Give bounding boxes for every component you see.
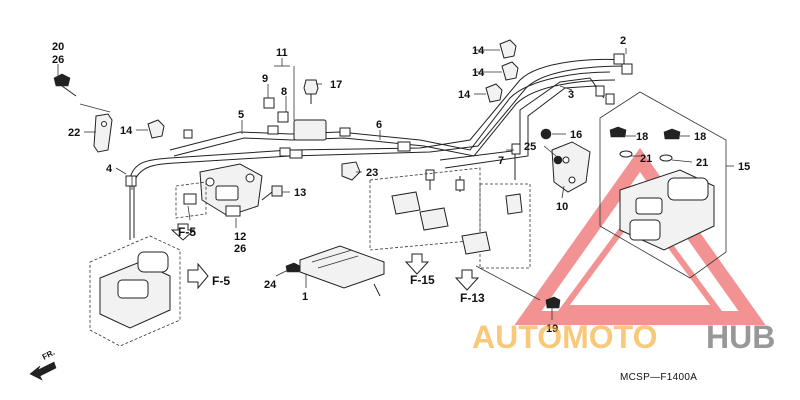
- watermark-triangle: [514, 147, 766, 325]
- bolt-20: [285, 262, 301, 273]
- callout-22: 23: [366, 167, 378, 179]
- bolt-13: [261, 185, 283, 201]
- callout-14c: 14: [472, 67, 485, 79]
- callouts: 20 26 22 14 4 5 11 9 8 17 6 23 13 12 26 …: [52, 35, 750, 335]
- ref-f5-side: F-5: [212, 274, 230, 288]
- flare-nuts: [125, 53, 633, 191]
- bolt-16: [540, 128, 552, 140]
- ref-arrows: [170, 223, 480, 291]
- bolt-24-26: [53, 73, 77, 97]
- callout-18b: 18: [694, 131, 706, 143]
- clip-22: [341, 161, 361, 181]
- ref-f5-top: F-5: [178, 225, 196, 239]
- section-refs: F-5 F-5 F-15 F-13: [178, 225, 485, 305]
- callout-1: 1: [302, 291, 308, 303]
- bracket-1: [299, 245, 385, 297]
- diagram-code: MCSP—F1400A: [620, 372, 697, 383]
- callout-23: 22: [68, 127, 80, 139]
- ref-f15: F-15: [410, 273, 435, 287]
- callout-14b: 14: [472, 45, 485, 57]
- callout-14d: 14: [458, 89, 471, 101]
- callout-3: 3: [568, 89, 574, 101]
- callout-26b: 26: [234, 243, 246, 255]
- callout-11: 11: [276, 47, 288, 59]
- front-arrow-label: FR.: [41, 348, 57, 362]
- callout-17: 17: [330, 79, 342, 91]
- pipe-clamps: [147, 39, 519, 139]
- sensor-group: [369, 167, 531, 269]
- callout-20: 24: [264, 279, 277, 291]
- bolt-17: [303, 79, 319, 104]
- callout-16: 16: [570, 129, 582, 141]
- ref-f13: F-13: [460, 291, 485, 305]
- callout-9: 9: [262, 73, 268, 85]
- callout-18: 18: [636, 131, 648, 143]
- callout-6: 6: [376, 119, 382, 131]
- modulator-15: [599, 91, 727, 279]
- callout-13: 13: [294, 187, 306, 199]
- callout-5: 5: [238, 109, 244, 121]
- callout-2: 2: [620, 35, 626, 47]
- watermark-text-right: HUB: [706, 319, 775, 355]
- bracket-10: [551, 141, 591, 193]
- valve-12: [199, 163, 263, 217]
- brake-pipes: [129, 58, 627, 240]
- watermark-text-left: AUTOMOTO: [472, 319, 657, 355]
- callout-21b: 21: [696, 157, 708, 169]
- callout-15: 15: [738, 161, 750, 173]
- washers-21: [619, 150, 673, 162]
- bracket-23: [93, 113, 113, 153]
- callout-21: 21: [640, 153, 652, 165]
- callout-14: 14: [120, 125, 133, 137]
- callout-12: 12: [234, 231, 246, 243]
- pipe-joint: [263, 97, 327, 141]
- callout-25: 25: [524, 141, 536, 153]
- callout-4: 4: [106, 163, 113, 175]
- callout-8: 8: [281, 86, 287, 98]
- leader-lines: [57, 48, 734, 320]
- front-arrow: [29, 361, 57, 381]
- callout-10: 10: [556, 201, 568, 213]
- caliper-assembly: [89, 235, 181, 347]
- callout-19: 19: [546, 323, 558, 335]
- bolt-25: [553, 155, 563, 165]
- bolt-19: [475, 265, 561, 309]
- ref-boxes: [175, 181, 207, 219]
- callout-7: 7: [498, 155, 504, 167]
- watermark-logo: AUTOMOTO HUB: [472, 319, 775, 355]
- callout-26: 26: [52, 54, 64, 66]
- bolts-18: [609, 126, 681, 140]
- callout-24: 20: [52, 41, 64, 53]
